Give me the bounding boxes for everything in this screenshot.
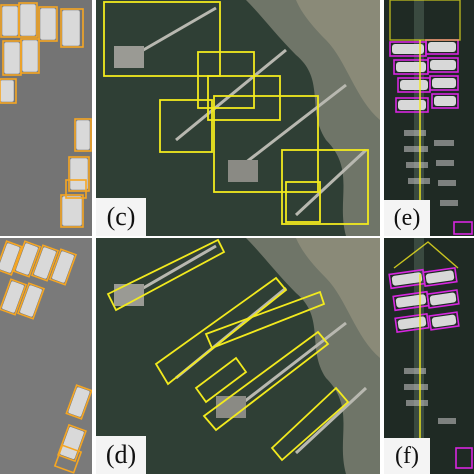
panel-a-image — [0, 0, 92, 236]
panel-e-image: (e) — [384, 0, 474, 236]
parking-lot-aerial-icon — [0, 0, 92, 236]
marina-aerial-icon — [384, 0, 474, 236]
marina-aerial-icon — [384, 238, 474, 474]
harbor-aerial-icon — [96, 238, 380, 474]
panel-c-image: (c) — [96, 0, 380, 236]
harbor-aerial-icon — [96, 0, 380, 236]
panel-c-label: (c) — [96, 198, 146, 236]
panel-f-image: (f) — [384, 238, 474, 474]
panel-d-image: (d) — [96, 238, 380, 474]
parking-lot-aerial-icon — [0, 238, 92, 474]
panel-d-label: (d) — [96, 436, 146, 474]
panel-b-image — [0, 238, 92, 474]
panel-e-label: (e) — [384, 200, 430, 236]
panel-f-label: (f) — [384, 438, 430, 474]
